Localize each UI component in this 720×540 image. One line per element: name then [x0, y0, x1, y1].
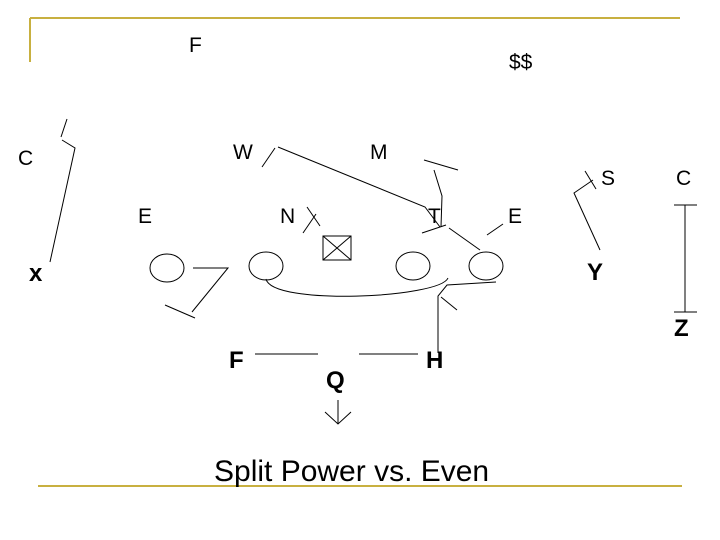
- left-tackle: [149, 253, 185, 283]
- mike-label: M: [370, 141, 388, 164]
- q-drop-arrowhead: [324, 411, 352, 425]
- route-lines: [49, 118, 697, 425]
- left-lineman-block: [191, 267, 230, 313]
- fullback-label: F: [229, 347, 244, 374]
- center-x-line-b: [322, 235, 352, 261]
- center-box: [322, 235, 352, 261]
- strong-safety-cap: [584, 170, 597, 190]
- h-lead-route: [437, 281, 497, 353]
- defense-labels: F $$ C W M S C E N T E: [18, 34, 691, 228]
- free-safety-label: F: [189, 34, 202, 57]
- end-right-cap: [486, 223, 504, 236]
- tackle-label: T: [428, 205, 441, 228]
- slide-frame: [29, 17, 682, 487]
- y-receiver-label: Y: [587, 259, 603, 286]
- will-route: [261, 147, 276, 168]
- h-lead-cap: [440, 296, 458, 311]
- corner-left-route: [49, 139, 76, 263]
- z-receiver-label: Z: [674, 315, 689, 342]
- mike-route: [277, 146, 441, 228]
- end-right-route: [448, 227, 481, 251]
- corner-right-label: C: [676, 167, 691, 190]
- h-back-label: H: [426, 347, 443, 374]
- corner-left-label: C: [18, 147, 33, 170]
- left-guard: [248, 251, 284, 281]
- offensive-line: [149, 251, 504, 283]
- center-marker: [322, 235, 352, 261]
- tackle-slant: [433, 169, 443, 228]
- tackle-cap: [421, 224, 447, 234]
- right-guard: [395, 251, 431, 281]
- right-tackle: [468, 251, 504, 281]
- mike-cap: [423, 159, 459, 171]
- quarterback-label: Q: [326, 367, 345, 394]
- guard-pull-path: [265, 277, 449, 297]
- end-left-label: E: [138, 205, 152, 228]
- diagram-title: Split Power vs. Even: [214, 455, 489, 488]
- will-label: W: [233, 141, 253, 164]
- left-lineman-cap: [164, 304, 196, 319]
- x-receiver-label: x: [29, 260, 43, 287]
- corner-left-cap: [60, 118, 68, 138]
- nose-cap: [306, 206, 321, 227]
- nose-label: N: [280, 205, 295, 228]
- offense-labels: x Y Z F Q H: [29, 259, 689, 394]
- strong-safety-label: S: [601, 167, 615, 190]
- end-right-label: E: [508, 205, 522, 228]
- strong-safety-route: [573, 179, 601, 251]
- money-label: $$: [509, 51, 533, 74]
